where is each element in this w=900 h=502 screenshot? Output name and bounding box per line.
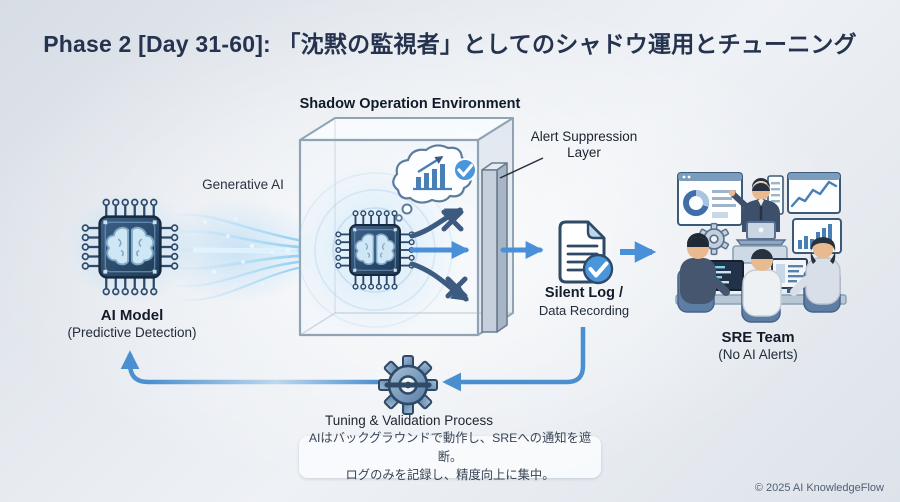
team-member-figure-center: [742, 248, 782, 317]
dashboard-panel-left: [677, 172, 743, 226]
donut-chart-icon: [683, 190, 709, 216]
data-stream-graphic: [176, 213, 300, 302]
line-chart-icon: [787, 172, 841, 214]
check-icon: [582, 253, 614, 285]
note-line-1: AIはバックグラウンドで動作し、SREへの通知を遮断。: [308, 431, 592, 464]
block-x-icon-top: [441, 209, 464, 232]
sre-team-label: SRE Team: [721, 329, 795, 346]
blocked-arrow-top: [409, 207, 464, 239]
tuning-process-label: Tuning & Validation Process: [324, 413, 494, 428]
generative-ai-label: Generative AI: [202, 177, 284, 192]
alert-suppression-label: Alert Suppression Layer: [522, 129, 646, 162]
gear-icon: [378, 355, 438, 415]
ai-model-sublabel: (Predictive Detection): [67, 325, 197, 340]
thought-bubble-icon: [392, 144, 477, 222]
block-x-icon-bottom: [445, 276, 468, 299]
silent-log-label: Silent Log /: [544, 285, 624, 301]
copyright-text: © 2025 AI KnowledgeFlow: [754, 482, 884, 494]
note-line-2: ログのみを記録し、精度向上に集中。: [345, 468, 555, 483]
note-box: AIはバックグラウンドで動作し、SREへの通知を遮断。 ログのみを記録し、精度向…: [299, 431, 601, 482]
page-title: Phase 2 [Day 31-60]: 「沈黙の監視者」としてのシャドウ運用と…: [43, 31, 857, 57]
laptop-icon: [735, 221, 787, 246]
feedback-loop-left: [120, 350, 380, 385]
silent-log-sublabel: Data Recording: [538, 303, 630, 318]
bubble-bar-chart-icon: [413, 155, 452, 191]
ai-model-label: AI Model: [100, 307, 164, 324]
alert-suppression-slab: [481, 162, 508, 333]
sre-team-illustration: [675, 172, 847, 323]
team-member-figure-right: [790, 237, 841, 305]
alert-suppression-label-line1: Alert Suppression: [530, 129, 638, 144]
sre-team-sublabel: (No AI Alerts): [718, 347, 798, 362]
document-icon: [558, 220, 614, 285]
check-icon: [453, 158, 477, 182]
alert-suppression-label-line2: Layer: [567, 145, 601, 161]
feedback-loop-right: [442, 327, 586, 392]
team-member-figure-left: [680, 233, 730, 304]
alert-suppression-pointer-line: [499, 157, 544, 179]
shadow-environment-label: Shadow Operation Environment: [299, 96, 521, 112]
